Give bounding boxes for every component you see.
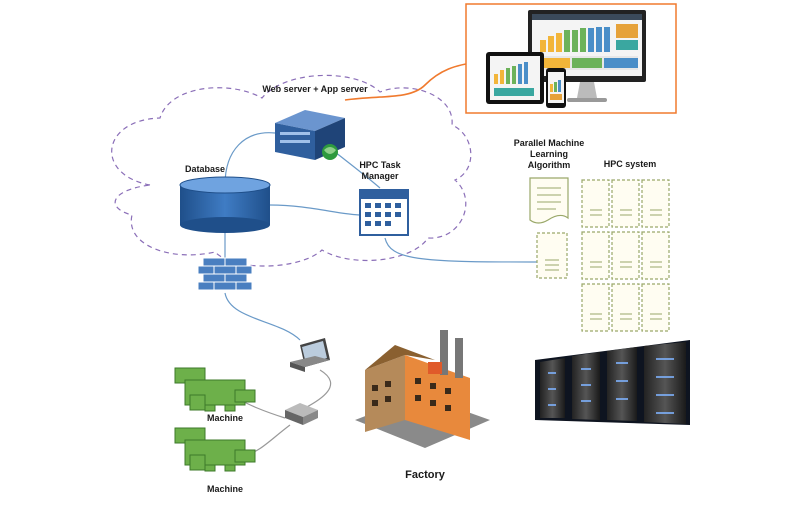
web-server-label: Web server + App server xyxy=(262,84,368,94)
link-firewall-laptop xyxy=(224,292,301,341)
database-label: Database xyxy=(184,164,226,174)
hpc-cabinet-vents xyxy=(590,209,662,320)
calendar-icon xyxy=(359,189,409,236)
machine-1-icon xyxy=(174,367,256,412)
link-db-taskmanager xyxy=(269,204,363,216)
factory-label: Factory xyxy=(405,469,445,481)
hpc-node-icon xyxy=(536,232,568,279)
server-rack-icon xyxy=(535,340,690,425)
link-db-webserver xyxy=(224,132,276,186)
server-icon xyxy=(275,110,345,160)
parallel-ml-label: Parallel Machine Learning Algorithm xyxy=(513,138,585,170)
link-webserver-dashboard xyxy=(344,61,479,101)
machine-1-label: Machine xyxy=(206,413,243,423)
hpc-system-cabinets xyxy=(581,179,670,332)
document-icon xyxy=(529,177,569,224)
laptop-icon xyxy=(290,338,330,372)
database-icon xyxy=(179,176,271,233)
link-taskmanager-hpc xyxy=(384,237,540,263)
link-laptop-gateway xyxy=(304,369,332,409)
hpc-task-manager-label: HPC Task Manager xyxy=(359,160,401,181)
dashboard-devices-icon xyxy=(465,3,677,114)
router-icon xyxy=(285,403,318,425)
cloud-boundary xyxy=(111,74,472,267)
factory-icon xyxy=(355,330,490,448)
firewall-icon xyxy=(197,257,253,291)
hpc-system-label: HPC system xyxy=(603,159,657,169)
machine-2-icon xyxy=(174,427,256,472)
machine-2-label: Machine xyxy=(206,484,243,494)
